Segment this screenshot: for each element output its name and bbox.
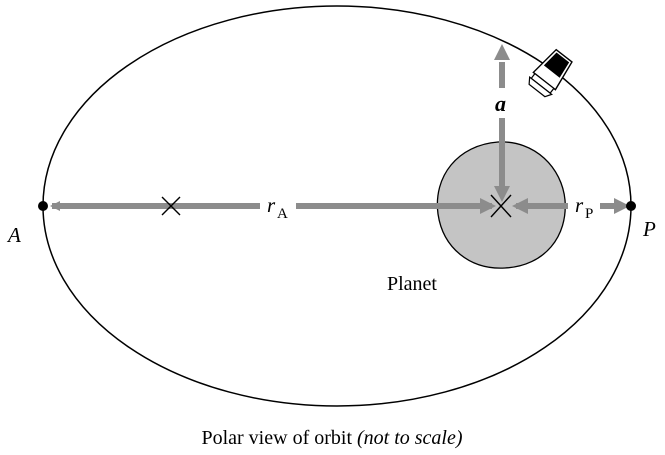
apoapsis-label: A [6,223,21,247]
r-periapsis-arrowhead-right [614,198,630,214]
r-apoapsis-label: r A [267,193,288,222]
focus-cross [490,194,512,218]
r-periapsis-arrowhead-left [512,198,528,214]
apoapsis-dot [38,201,48,211]
r-periapsis-main: r [575,193,584,217]
semi-major-axis-label: a [495,91,506,116]
caption-italic: (not to scale) [357,427,463,449]
periapsis-dot [626,201,636,211]
empty-focus-cross [161,196,181,216]
r-apoapsis-arrowhead-right [480,198,496,214]
r-periapsis-label: r P [575,193,593,222]
caption: Polar view of orbit (not to scale) [201,427,462,449]
r-periapsis-sub: P [585,206,593,222]
semi-major-arrowhead-down [494,186,510,202]
caption-main: Polar view of orbit [201,427,357,449]
r-apoapsis-sub: A [277,206,288,222]
spacecraft-icon [528,48,573,98]
planet-label: Planet [387,273,437,295]
r-apoapsis-main: r [267,193,276,217]
periapsis-label: P [642,217,656,241]
semi-major-arrowhead-up [494,44,510,60]
